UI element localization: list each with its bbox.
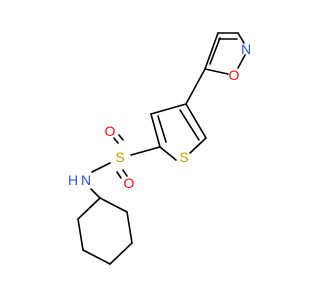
atom-label-sulfonyl-o-top: O: [105, 123, 116, 139]
bond-sulfonyl-s-o-bottom-double: [116, 171, 122, 179]
atom-label-thiophene-s: S: [179, 149, 188, 165]
bond-layer: [77, 32, 246, 265]
bond-thiophene-c3-c4: [150, 103, 187, 115]
atom-label-amide-n: N: [81, 172, 91, 188]
bond-cyclohexane-2: [126, 211, 133, 244]
bond-thiophene-c4-c5: [185, 103, 207, 139]
bond-thiophene-c2-c3-double: [157, 115, 167, 143]
atom-label-sulfonyl-o-bottom: O: [124, 175, 135, 191]
bond-isoxazole-c5-c3-double: [209, 37, 221, 65]
atom-label-isoxazole-n: N: [241, 41, 251, 57]
molecule-structure-diagram: N O S S O O N H: [68, 32, 251, 265]
bond-isoxazole-c5-c3: [204, 32, 219, 70]
bond-isoxazole-o-c5: [204, 68, 229, 75]
atom-label-amide-h: H: [68, 172, 78, 188]
atom-label-layer: N O S S O O N H: [68, 41, 251, 191]
bond-cyclohexane-5: [77, 218, 84, 251]
bond-cyclohexane-1: [99, 197, 128, 213]
bond-cyclohexane-6: [77, 197, 101, 220]
bond-n-cyclohexyl: [90, 188, 101, 199]
bond-thiophene-c5-s: [189, 137, 207, 154]
atom-label-sulfonyl-s: S: [115, 149, 124, 165]
bond-sulfonyl-s-o-top: [113, 137, 119, 144]
bond-cyclohexane-3: [109, 242, 133, 265]
bond-c2-sulfonyl-s: [130, 146, 161, 156]
bond-thiophene-s-c2: [159, 146, 177, 161]
atom-label-isoxazole-o: O: [229, 67, 240, 83]
bond-isoxazole-n-o: [237, 54, 246, 69]
bond-sulfonyl-s-o-bottom: [122, 169, 128, 177]
bond-thiophene-c4-c5-double: [179, 109, 200, 141]
bond-sulfonyl-s-n: [91, 162, 111, 173]
bond-isoxazole-thiophene-link: [185, 68, 206, 105]
bond-sulfonyl-s-o-top-double: [118, 134, 124, 141]
bond-cyclohexane-4: [82, 249, 111, 265]
bond-isoxazole-c4-n: [237, 32, 245, 44]
bond-thiophene-c2-c3: [150, 113, 161, 148]
